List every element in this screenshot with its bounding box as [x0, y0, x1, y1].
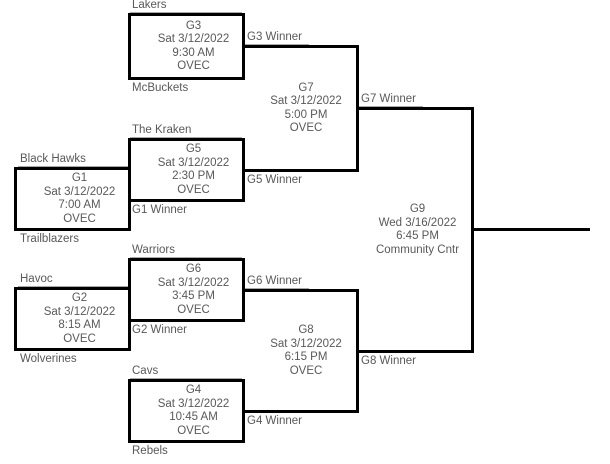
- game-date: Sat 3/12/2022: [157, 397, 230, 410]
- feed-label-g4-top: Cavs: [130, 365, 242, 379]
- feed-label-g6-top: Warriors: [130, 244, 242, 258]
- game-box-g3: G3 Sat 3/12/2022 9:30 AM OVEC: [128, 13, 245, 80]
- feed-label-g9-top: G7 Winner: [359, 93, 423, 107]
- game-venue: OVEC: [63, 212, 96, 225]
- game-venue: Community Cntr: [375, 243, 460, 256]
- feed-label-g6-bottom: G2 Winner: [132, 324, 187, 336]
- game-date: Sat 3/12/2022: [157, 33, 230, 45]
- game-id: G8: [298, 324, 314, 336]
- game-info-g9: G9 Wed 3/16/2022 6:45 PM Community Cntr: [368, 203, 459, 257]
- game-id: G9: [409, 203, 426, 215]
- game-date: Sat 3/12/2022: [157, 276, 230, 289]
- feed-label-g3-bottom: McBuckets: [132, 82, 189, 94]
- game-time: 5:00 PM: [284, 108, 328, 121]
- game-id: G6: [185, 263, 202, 275]
- game-info-g7: G7 Sat 3/12/2022 5:00 PM OVEC: [256, 82, 342, 136]
- game-venue: OVEC: [177, 424, 210, 437]
- game-info-g3: G3 Sat 3/12/2022 9:30 AM OVEC: [144, 20, 230, 74]
- feed-label-g5-top: The Kraken: [130, 124, 242, 138]
- game-box-g5: G5 Sat 3/12/2022 2:30 PM OVEC: [128, 138, 245, 202]
- feed-label-g7-bottom: G5 Winner: [247, 174, 302, 186]
- game-box-g7: G7 Sat 3/12/2022 5:00 PM OVEC: [242, 45, 359, 172]
- game-time: 6:15 PM: [284, 351, 328, 363]
- game-date: Sat 3/12/2022: [43, 185, 116, 198]
- game-venue: OVEC: [289, 122, 323, 134]
- feed-label-g7-top: G3 Winner: [245, 31, 309, 45]
- game-date: Sat 3/12/2022: [270, 95, 342, 107]
- game-venue: OVEC: [63, 332, 96, 345]
- feed-label-g2-top: Havoc: [18, 273, 129, 287]
- game-venue: OVEC: [289, 364, 323, 377]
- game-box-g6: G6 Sat 3/12/2022 3:45 PM OVEC: [128, 258, 245, 322]
- game-time: 8:15 AM: [58, 319, 101, 331]
- game-date: Sat 3/12/2022: [270, 337, 342, 350]
- game-info-g2: G2 Sat 3/12/2022 8:15 AM OVEC: [30, 292, 116, 346]
- game-venue: OVEC: [177, 183, 210, 196]
- game-date: Sat 3/12/2022: [43, 305, 116, 318]
- game-venue: OVEC: [177, 60, 210, 72]
- champion-line: [471, 228, 590, 231]
- feed-label-g9-bottom: G8 Winner: [361, 355, 416, 367]
- game-box-g2: G2 Sat 3/12/2022 8:15 AM OVEC: [14, 287, 131, 351]
- game-id: G4: [185, 384, 202, 396]
- game-venue: OVEC: [177, 303, 210, 316]
- game-info-g1: G1 Sat 3/12/2022 7:00 AM OVEC: [30, 172, 116, 226]
- game-id: G5: [185, 143, 202, 155]
- game-time: 3:45 PM: [172, 290, 215, 302]
- game-time: 6:45 PM: [396, 230, 439, 242]
- game-box-g9: G9 Wed 3/16/2022 6:45 PM Community Cntr: [356, 107, 474, 353]
- game-date: Wed 3/16/2022: [378, 216, 457, 229]
- feed-label-g2-bottom: Wolverines: [20, 353, 77, 365]
- game-time: 9:30 AM: [172, 46, 215, 59]
- feed-label-g3-top: Lakers: [130, 0, 242, 13]
- game-box-g1: G1 Sat 3/12/2022 7:00 AM OVEC: [14, 167, 131, 231]
- feed-label-g5-bottom: G1 Winner: [132, 204, 187, 216]
- game-info-g6: G6 Sat 3/12/2022 3:45 PM OVEC: [144, 263, 230, 317]
- feed-label-g8-top: G6 Winner: [245, 275, 309, 289]
- game-info-g4: G4 Sat 3/12/2022 10:45 AM OVEC: [144, 384, 230, 438]
- game-box-g4: G4 Sat 3/12/2022 10:45 AM OVEC: [128, 379, 245, 443]
- game-info-g8: G8 Sat 3/12/2022 6:15 PM OVEC: [256, 324, 342, 378]
- feed-label-g8-bottom: G4 Winner: [247, 415, 302, 427]
- game-time: 2:30 PM: [172, 170, 215, 182]
- game-id: G2: [71, 292, 88, 304]
- game-time: 7:00 AM: [58, 199, 101, 211]
- game-time: 10:45 AM: [169, 411, 218, 423]
- game-box-g8: G8 Sat 3/12/2022 6:15 PM OVEC: [242, 289, 359, 413]
- game-date: Sat 3/12/2022: [157, 156, 230, 169]
- feed-label-g4-bottom: Rebels: [132, 445, 168, 457]
- feed-label-g1-top: Black Hawks: [18, 153, 129, 167]
- game-id: G1: [71, 172, 88, 184]
- game-id: G3: [185, 19, 202, 32]
- game-info-g5: G5 Sat 3/12/2022 2:30 PM OVEC: [144, 143, 230, 197]
- game-id: G7: [298, 81, 314, 94]
- feed-label-g1-bottom: Trailblazers: [20, 233, 80, 245]
